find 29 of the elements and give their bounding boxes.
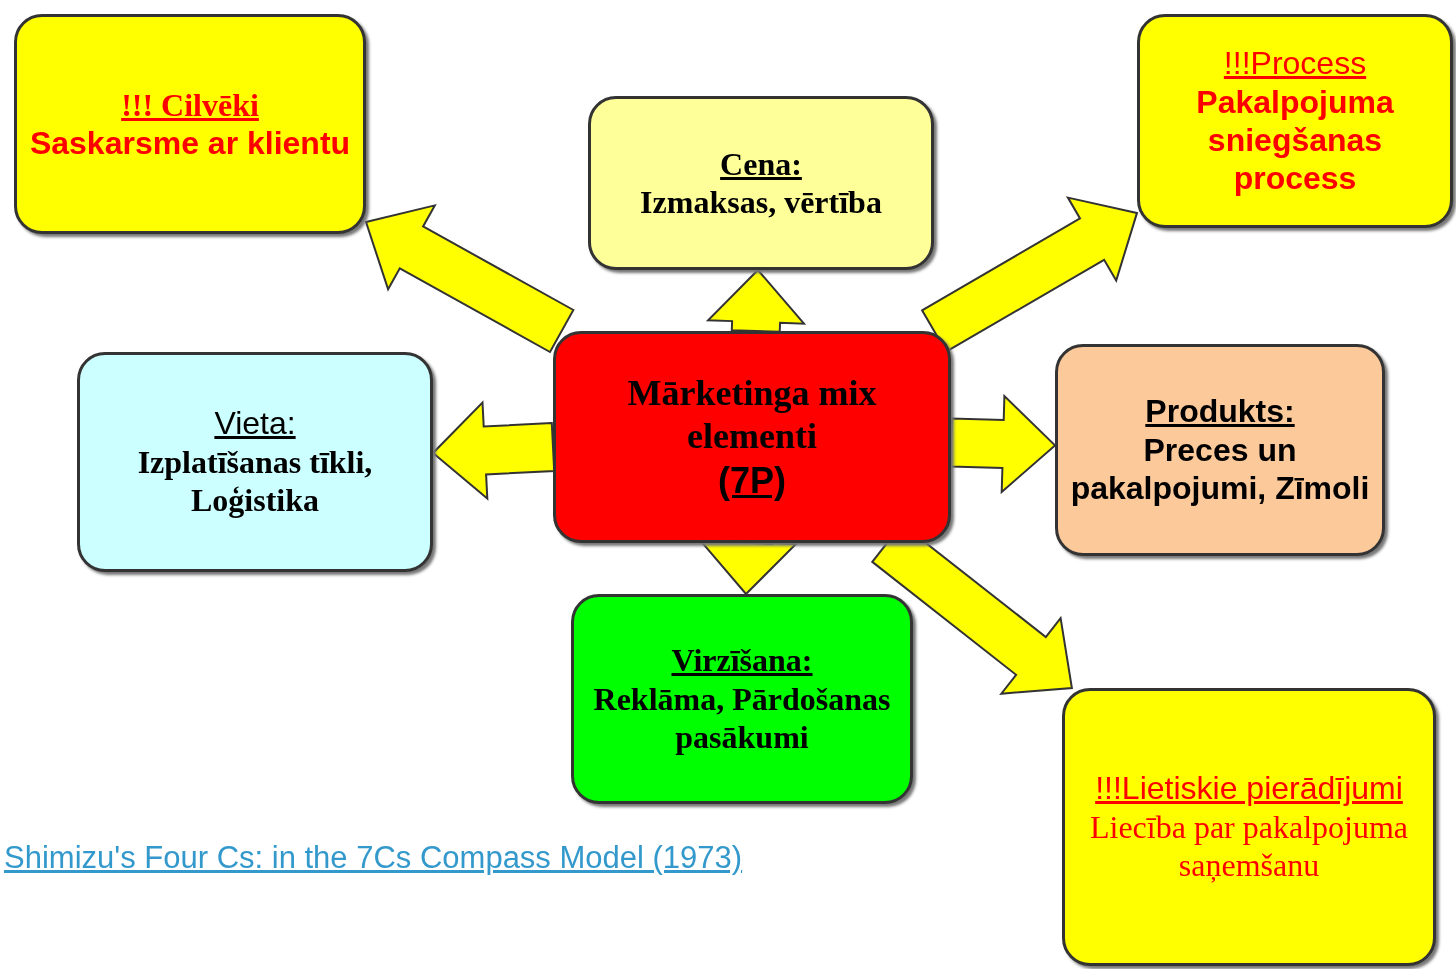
box-heading: Produkts: xyxy=(1145,392,1295,431)
rounded-box xyxy=(571,594,913,804)
box-text: Pakalpojuma sniegšanas process xyxy=(1195,82,1395,198)
block-arrow xyxy=(705,268,807,333)
box-heading: Cena: xyxy=(720,144,802,183)
rounded-box xyxy=(588,96,934,270)
block-arrow xyxy=(364,203,575,354)
box-heading: Vieta: xyxy=(214,404,296,443)
box-text: Liecība par pakalpojuma saņemšanu xyxy=(1088,807,1410,885)
box-heading: !!!Process xyxy=(1223,44,1367,83)
box-heading: Mārketinga mix elementi xyxy=(626,372,878,459)
box-heading: Virzīšana: xyxy=(671,641,813,680)
box-text: Preces un pakalpojumi, Zīmoli xyxy=(1070,430,1370,508)
rounded-box xyxy=(77,352,433,572)
block-arrow xyxy=(431,400,556,501)
reference-link: Shimizu's Four Cs: in the 7Cs Compass Model (1973) xyxy=(4,839,744,877)
block-arrow xyxy=(949,393,1057,495)
box-text: Saskarsme ar klientu xyxy=(29,124,351,163)
rounded-box xyxy=(553,331,951,543)
box-heading: !!! Cilvēki xyxy=(121,85,259,124)
rounded-box xyxy=(1055,344,1385,556)
box-text: Reklāma, Pārdošanas pasākumi xyxy=(592,679,892,757)
rounded-box xyxy=(1062,688,1436,966)
box-heading: !!!Lietiskie pierādījumi xyxy=(1095,769,1403,808)
rounded-box xyxy=(1137,14,1453,228)
box-text: Izplatīšanas tīkli, Loģistika xyxy=(136,442,374,520)
rounded-box xyxy=(14,14,366,234)
box-text: Izmaksas, vērtība xyxy=(640,183,882,222)
box-text: (7P) xyxy=(718,458,786,502)
